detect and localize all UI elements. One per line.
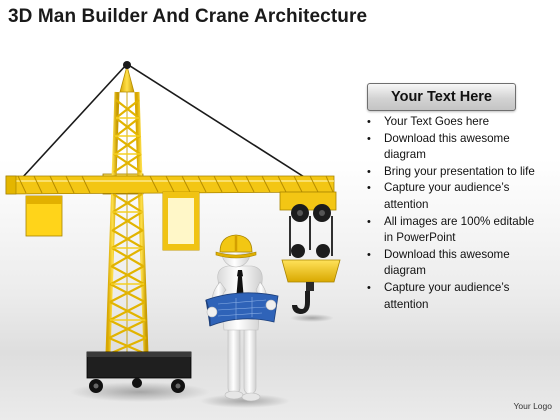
- bullet-item: • All images are 100% editable in PowerPo…: [362, 214, 540, 247]
- bullet-list: • Your Text Goes here • Download this awes…: [362, 114, 540, 313]
- bullet-item: • Bring your presentation to life: [362, 164, 540, 181]
- bullet-text: All images are 100% editable in PowerPoi…: [384, 214, 535, 245]
- bullet-text: Capture your audience’s attention: [384, 280, 510, 311]
- crane-counterweight: [25, 195, 63, 237]
- crane-hook-icon: [279, 191, 341, 314]
- bullet-item: • Download this awesome diagram: [362, 131, 540, 164]
- bullet-dot-icon: •: [367, 116, 371, 128]
- bullet-item: • Capture your audience’s attention: [362, 180, 540, 213]
- hook-shadow: [290, 314, 334, 322]
- bullet-dot-icon: •: [367, 281, 371, 294]
- crane-base: [86, 351, 192, 393]
- tower-crane-icon: [5, 61, 341, 393]
- bullet-text: Download this awesome diagram: [384, 131, 510, 162]
- crane-jib: [5, 175, 335, 195]
- crane-trolley-box: [162, 191, 200, 251]
- bullet-item: • Capture your audience’s attention: [362, 280, 540, 313]
- bullet-text: Download this awesome diagram: [384, 247, 510, 278]
- page-title: 3D Man Builder And Crane Architecture: [8, 6, 368, 27]
- bullet-item: • Your Text Goes here: [362, 114, 540, 131]
- blueprint-icon: [205, 292, 279, 327]
- bullet-dot-icon: •: [367, 165, 371, 178]
- bullet-text: Capture your audience’s attention: [384, 181, 510, 211]
- builder-figure-icon: [205, 234, 279, 402]
- text-heading-bar: Your Text Here: [367, 83, 516, 111]
- crane-mast: [105, 61, 149, 356]
- hard-hat-icon: [215, 234, 257, 259]
- bullet-text: Your Text Goes here: [384, 115, 490, 128]
- bullet-dot-icon: •: [367, 132, 371, 145]
- bullet-text: Bring your presentation to life: [384, 164, 535, 178]
- bullet-dot-icon: •: [367, 248, 371, 261]
- bullet-item: • Download this awesome diagram: [362, 247, 540, 280]
- logo-placeholder: Your Logo: [513, 401, 552, 411]
- bullet-dot-icon: •: [367, 182, 371, 195]
- text-heading: Your Text Here: [391, 89, 492, 105]
- builder-shadow: [200, 394, 290, 408]
- bullet-dot-icon: •: [367, 215, 371, 228]
